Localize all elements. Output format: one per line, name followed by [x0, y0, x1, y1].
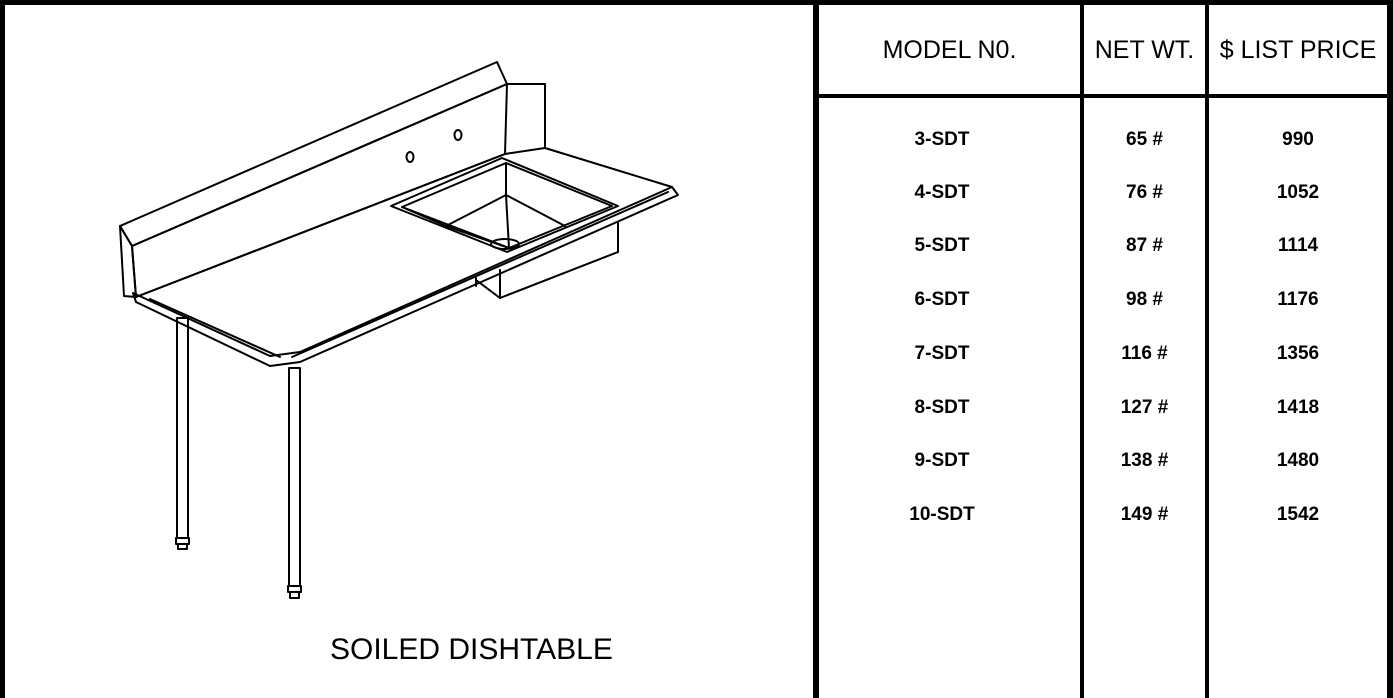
weight-cell: 127 #: [1120, 397, 1169, 418]
model-cell: 9-SDT: [914, 450, 970, 471]
price-cell: 1052: [1276, 182, 1320, 203]
weight-cell: 98 #: [1126, 289, 1163, 310]
header-list-price: $ LIST PRICE: [1219, 36, 1377, 64]
model-cell: 10-SDT: [909, 504, 975, 525]
header-net-weight: NET WT.: [1094, 36, 1195, 64]
dishtable-drawing: [119, 61, 679, 599]
model-cell: 4-SDT: [914, 182, 970, 203]
product-caption: SOILED DISHTABLE: [330, 633, 613, 666]
weight-cell: 76 #: [1126, 182, 1163, 203]
model-cell: 8-SDT: [914, 397, 970, 418]
model-cell: 6-SDT: [914, 289, 970, 310]
drawing-divider: [813, 0, 819, 698]
price-cell: 1114: [1277, 235, 1319, 256]
price-cell: 1480: [1276, 450, 1320, 471]
price-cell: 1176: [1277, 289, 1319, 310]
weight-cell: 149 #: [1120, 504, 1169, 525]
weight-cell: 138 #: [1120, 450, 1169, 471]
column-divider-weight: [1080, 0, 1084, 698]
price-cell: 990: [1282, 129, 1314, 150]
header-rule: [813, 94, 1387, 98]
weight-cell: 65 #: [1126, 129, 1163, 150]
weight-cell: 116 #: [1121, 343, 1168, 364]
price-cell: 1542: [1276, 504, 1320, 525]
header-model: MODEL N0.: [882, 36, 1017, 64]
model-cell: 7-SDT: [914, 343, 970, 364]
weight-cell: 87 #: [1126, 235, 1163, 256]
model-cell: 5-SDT: [914, 235, 970, 256]
column-divider-price: [1205, 0, 1209, 698]
model-cell: 3-SDT: [914, 129, 970, 150]
price-cell: 1356: [1276, 343, 1320, 364]
price-cell: 1418: [1276, 397, 1320, 418]
